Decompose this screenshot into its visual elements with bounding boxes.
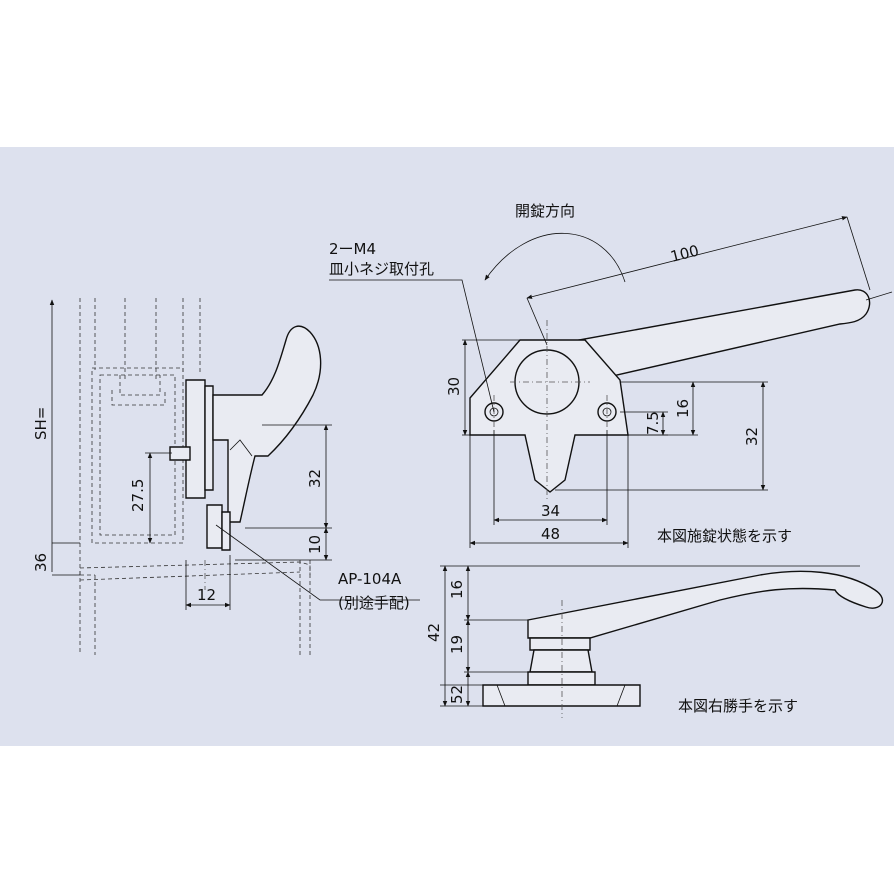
dim-16-side: 16 xyxy=(448,580,466,599)
dim-48: 48 xyxy=(541,525,560,543)
right-hand-label: 本図右勝手を示す xyxy=(678,697,798,715)
dim-36: 36 xyxy=(32,553,50,572)
dim-12: 12 xyxy=(197,586,216,604)
dim-30: 30 xyxy=(445,377,463,396)
dim-34: 34 xyxy=(541,502,560,520)
side-view: 42 16 19 52 本図右勝手を示す xyxy=(425,565,884,718)
dim-10: 10 xyxy=(306,535,324,554)
screw-count-label: 2ーM4 xyxy=(329,240,376,258)
front-view: 開錠方向 100 2ーM4 皿小ネジ取付孔 30 7.5 16 32 34 xyxy=(329,202,893,548)
dim-16-front: 16 xyxy=(674,399,692,418)
dim-7-5: 7.5 xyxy=(644,411,662,435)
separate-order-label: (別途手配) xyxy=(338,594,410,612)
dim-27-5: 27.5 xyxy=(129,479,147,512)
dim-19: 19 xyxy=(448,635,466,654)
dim-100: 100 xyxy=(669,241,701,265)
dim-42: 42 xyxy=(425,623,443,642)
dim-32-left: 32 xyxy=(306,469,324,488)
part-number-label: AP-104A xyxy=(338,570,402,588)
sh-label: SH= xyxy=(32,407,50,440)
dim-5-2: 52 xyxy=(448,685,466,704)
unlock-direction-label: 開錠方向 xyxy=(515,202,575,220)
dim-32-front: 32 xyxy=(743,427,761,446)
locked-state-label: 本図施錠状態を示す xyxy=(657,527,792,545)
screw-desc-label: 皿小ネジ取付孔 xyxy=(329,260,434,278)
section-view: SH= 36 27.5 32 10 12 AP-104A (別途手配) xyxy=(32,298,420,655)
